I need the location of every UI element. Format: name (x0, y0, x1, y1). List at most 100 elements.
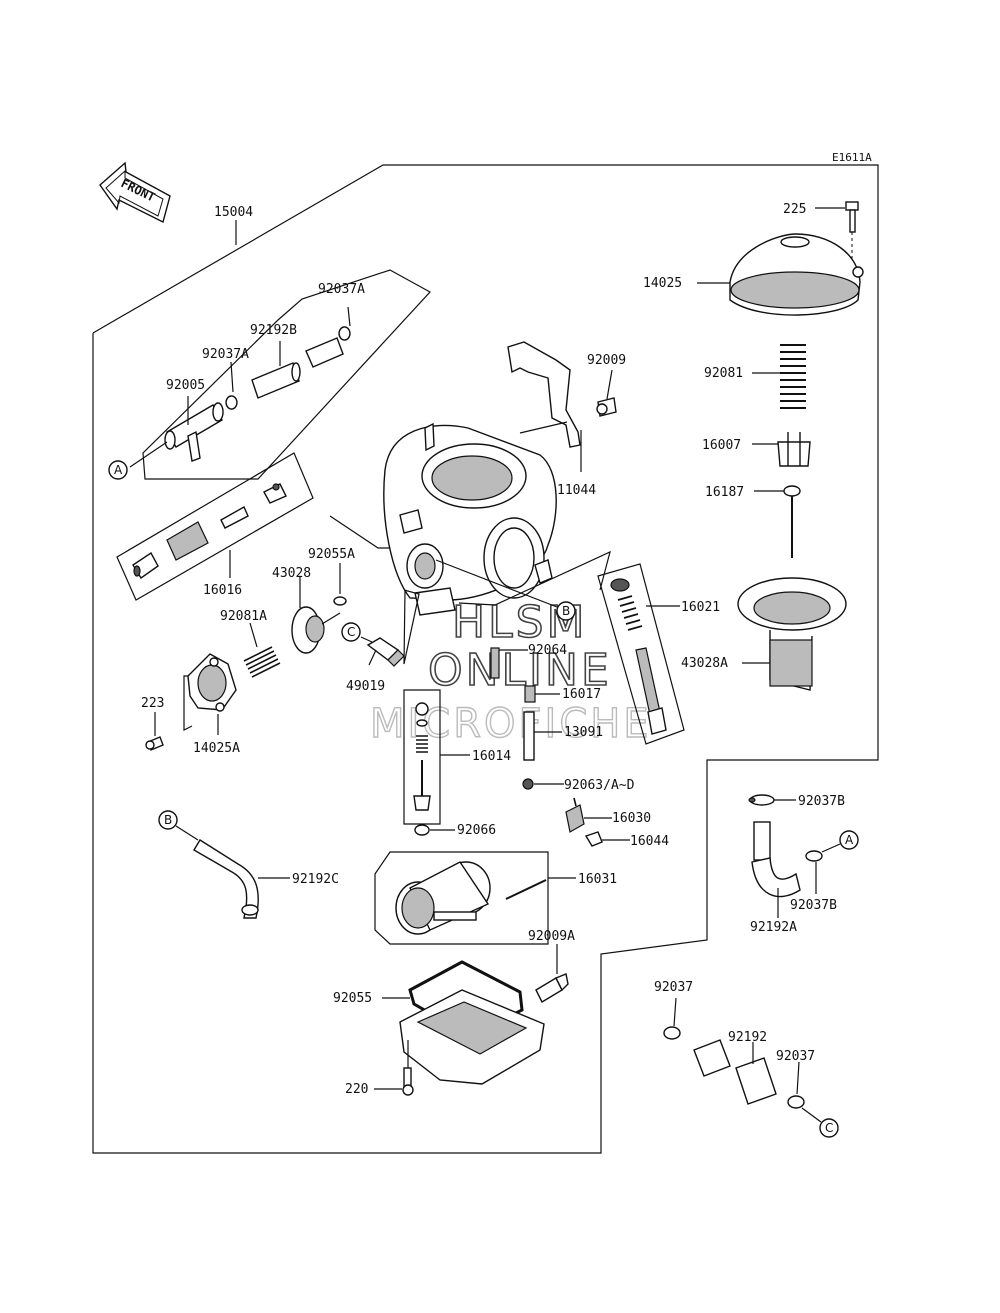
float-bowl (399, 989, 545, 1085)
label-92081a: 92081A (220, 609, 267, 624)
label-225: 225 (783, 202, 806, 217)
screw-225 (845, 201, 859, 233)
label-92037a-mid: 92037A (202, 347, 249, 362)
callout-a-marker-2-text: A (845, 833, 854, 847)
label-43028: 43028 (272, 566, 311, 581)
float-group-outline (374, 851, 549, 945)
clip-92037b-bot (805, 850, 823, 862)
callout-a-marker (108, 460, 128, 480)
label-16014: 16014 (472, 749, 511, 764)
screw-220 (402, 1067, 414, 1096)
label-16016: 16016 (203, 583, 242, 598)
label-223: 223 (141, 696, 164, 711)
hose-92192 (693, 1039, 777, 1105)
label-16017: 16017 (562, 687, 601, 702)
label-92009a: 92009A (528, 929, 575, 944)
hose-92192b (251, 337, 344, 399)
screw-92009a (535, 973, 569, 1003)
needle-16187 (783, 485, 801, 558)
jet-13091 (523, 711, 535, 761)
label-92192c: 92192C (292, 872, 339, 887)
label-14025a: 14025A (193, 741, 240, 756)
label-92192b: 92192B (250, 323, 297, 338)
spring-92081 (780, 344, 806, 409)
label-220: 220 (345, 1082, 368, 1097)
clip-92037b-top (748, 794, 775, 806)
label-92037b-top: 92037B (798, 794, 845, 809)
callout-a-marker-text: A (114, 463, 123, 477)
float-valve-16030 (565, 797, 585, 833)
gasket-92055 (408, 960, 524, 1038)
label-16030: 16030 (612, 811, 651, 826)
label-16007: 16007 (702, 438, 741, 453)
label-92066: 92066 (457, 823, 496, 838)
watermark: HLSM ONLINE MICROFICHE (369, 596, 652, 748)
label-92081: 92081 (704, 366, 743, 381)
assembly-boundary (92, 164, 879, 1154)
label-92192: 92192 (728, 1030, 767, 1045)
clip-16044 (584, 831, 603, 847)
hose-92192c (193, 839, 259, 919)
label-43028a: 43028A (681, 656, 728, 671)
label-92037b-bot: 92037B (790, 898, 837, 913)
callout-c-marker-2 (819, 1118, 839, 1138)
o-ring-92055a (333, 596, 347, 606)
diaphragm-43028a (737, 577, 847, 691)
label-15004: 15004 (214, 205, 253, 220)
needle-jet-16021 (610, 578, 667, 735)
label-92063: 92063/A~D (564, 778, 635, 793)
cap-92066 (414, 824, 430, 836)
watermark-line-3: MICROFICHE (370, 701, 652, 747)
label-16031: 16031 (578, 872, 617, 887)
front-arrow-icon: FRONT (99, 161, 171, 224)
spring-92081a (243, 646, 281, 678)
label-16187: 16187 (705, 485, 744, 500)
needle-group-outline (403, 689, 441, 825)
label-92009: 92009 (587, 353, 626, 368)
jet-92064 (490, 647, 500, 679)
holder-16007 (777, 432, 811, 467)
label-92055a: 92055A (308, 547, 355, 562)
screw-92009 (596, 397, 617, 417)
callout-b-marker-2-text: B (164, 813, 172, 827)
needle-16014 (413, 702, 431, 811)
fitting-49019 (366, 637, 405, 667)
diaphragm-43028 (291, 606, 341, 654)
pilot-screw-16016 (132, 483, 287, 580)
fitting-group-outline (142, 269, 431, 480)
label-92055: 92055 (333, 991, 372, 1006)
label-92037-left: 92037 (654, 980, 693, 995)
callout-c-marker (341, 622, 361, 642)
label-92005: 92005 (166, 378, 205, 393)
label-92064: 92064 (528, 643, 567, 658)
clip-92037a-top (338, 326, 351, 341)
callout-c-marker-2-text: C (825, 1121, 833, 1135)
label-49019: 49019 (346, 679, 385, 694)
pilot-screw-group-outline (116, 452, 314, 601)
screw-223 (145, 736, 164, 751)
clip-92037a-mid (225, 395, 238, 410)
tee-fitting-92005 (164, 402, 224, 462)
label-92037-right: 92037 (776, 1049, 815, 1064)
top-cover-14025 (729, 233, 864, 316)
jet-92063 (522, 778, 534, 790)
label-16021: 16021 (681, 600, 720, 615)
label-92037a-top: 92037A (318, 282, 365, 297)
label-92192a: 92192A (750, 920, 797, 935)
cover-14025a (187, 653, 237, 712)
clip-92037-right (787, 1095, 805, 1109)
watermark-line-2: ONLINE (428, 645, 612, 696)
bracket-11044 (507, 341, 581, 448)
clip-92037-left (663, 1026, 681, 1040)
callout-c-marker-text: C (347, 625, 355, 639)
float-16031 (395, 861, 547, 935)
label-13091: 13091 (564, 725, 603, 740)
label-14025: 14025 (643, 276, 682, 291)
carburetor-body (383, 422, 557, 616)
needle-jet-group-outline (597, 563, 685, 745)
label-11044: 11044 (557, 483, 596, 498)
callout-b-marker (556, 601, 576, 621)
jet-16017 (524, 685, 536, 703)
